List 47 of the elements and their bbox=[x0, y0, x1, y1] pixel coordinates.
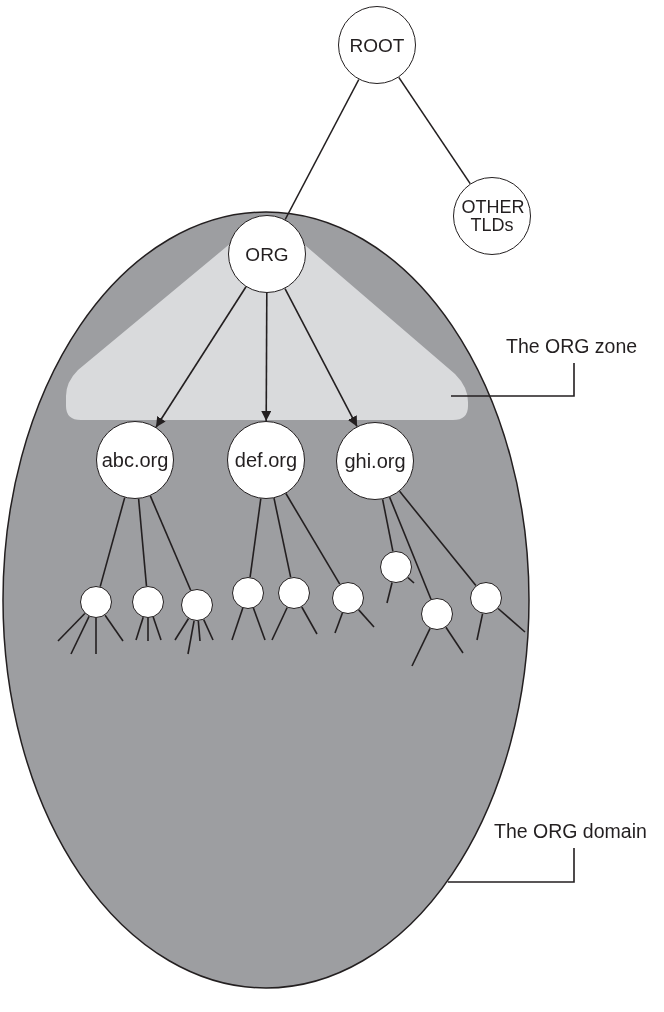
branch-line bbox=[197, 620, 201, 642]
node-label: abc.org bbox=[101, 450, 169, 470]
branch-line bbox=[231, 607, 244, 641]
branch-line bbox=[104, 614, 124, 642]
node-label: ORG bbox=[245, 244, 289, 264]
node-label: ROOT bbox=[349, 35, 405, 55]
branch-line bbox=[407, 576, 415, 584]
callout-label: The ORG domain bbox=[494, 822, 656, 842]
branch-line bbox=[135, 616, 144, 641]
branch-line bbox=[386, 581, 393, 604]
branch-line bbox=[497, 607, 526, 633]
branch-line bbox=[445, 626, 464, 654]
branch-line bbox=[152, 616, 162, 641]
leader-line bbox=[450, 362, 575, 397]
connector-line bbox=[381, 498, 394, 553]
branch-line bbox=[301, 606, 318, 635]
connector-line bbox=[99, 496, 126, 588]
branch-line bbox=[202, 618, 214, 641]
callout-label: The ORG zone bbox=[506, 337, 642, 357]
connector-line bbox=[285, 492, 341, 585]
connector-line bbox=[398, 490, 477, 587]
connector-line bbox=[284, 78, 360, 221]
branch-line bbox=[57, 612, 86, 642]
branch-line bbox=[357, 609, 375, 628]
node-label: OTHER TLDs bbox=[461, 198, 523, 234]
branch-line bbox=[334, 612, 344, 634]
branch-line bbox=[187, 619, 195, 655]
branch-line bbox=[70, 615, 90, 655]
connector-line bbox=[249, 497, 262, 578]
leader-line bbox=[447, 847, 575, 883]
connector-line bbox=[273, 497, 292, 579]
branch-line bbox=[252, 607, 266, 641]
branch-line bbox=[271, 606, 288, 641]
branch-line bbox=[147, 617, 149, 642]
branch-line bbox=[411, 627, 431, 667]
connector-line bbox=[149, 495, 192, 592]
connector-line bbox=[137, 498, 148, 587]
branch-line bbox=[95, 617, 97, 655]
connector-line bbox=[388, 496, 432, 600]
branch-line bbox=[174, 617, 190, 641]
branch-line bbox=[476, 612, 484, 641]
arrow bbox=[284, 287, 358, 428]
node-label: ghi.org bbox=[344, 451, 406, 471]
node-label: def.org bbox=[234, 450, 298, 470]
arrow bbox=[261, 292, 272, 422]
arrow bbox=[155, 286, 247, 428]
connector-line bbox=[398, 76, 471, 185]
